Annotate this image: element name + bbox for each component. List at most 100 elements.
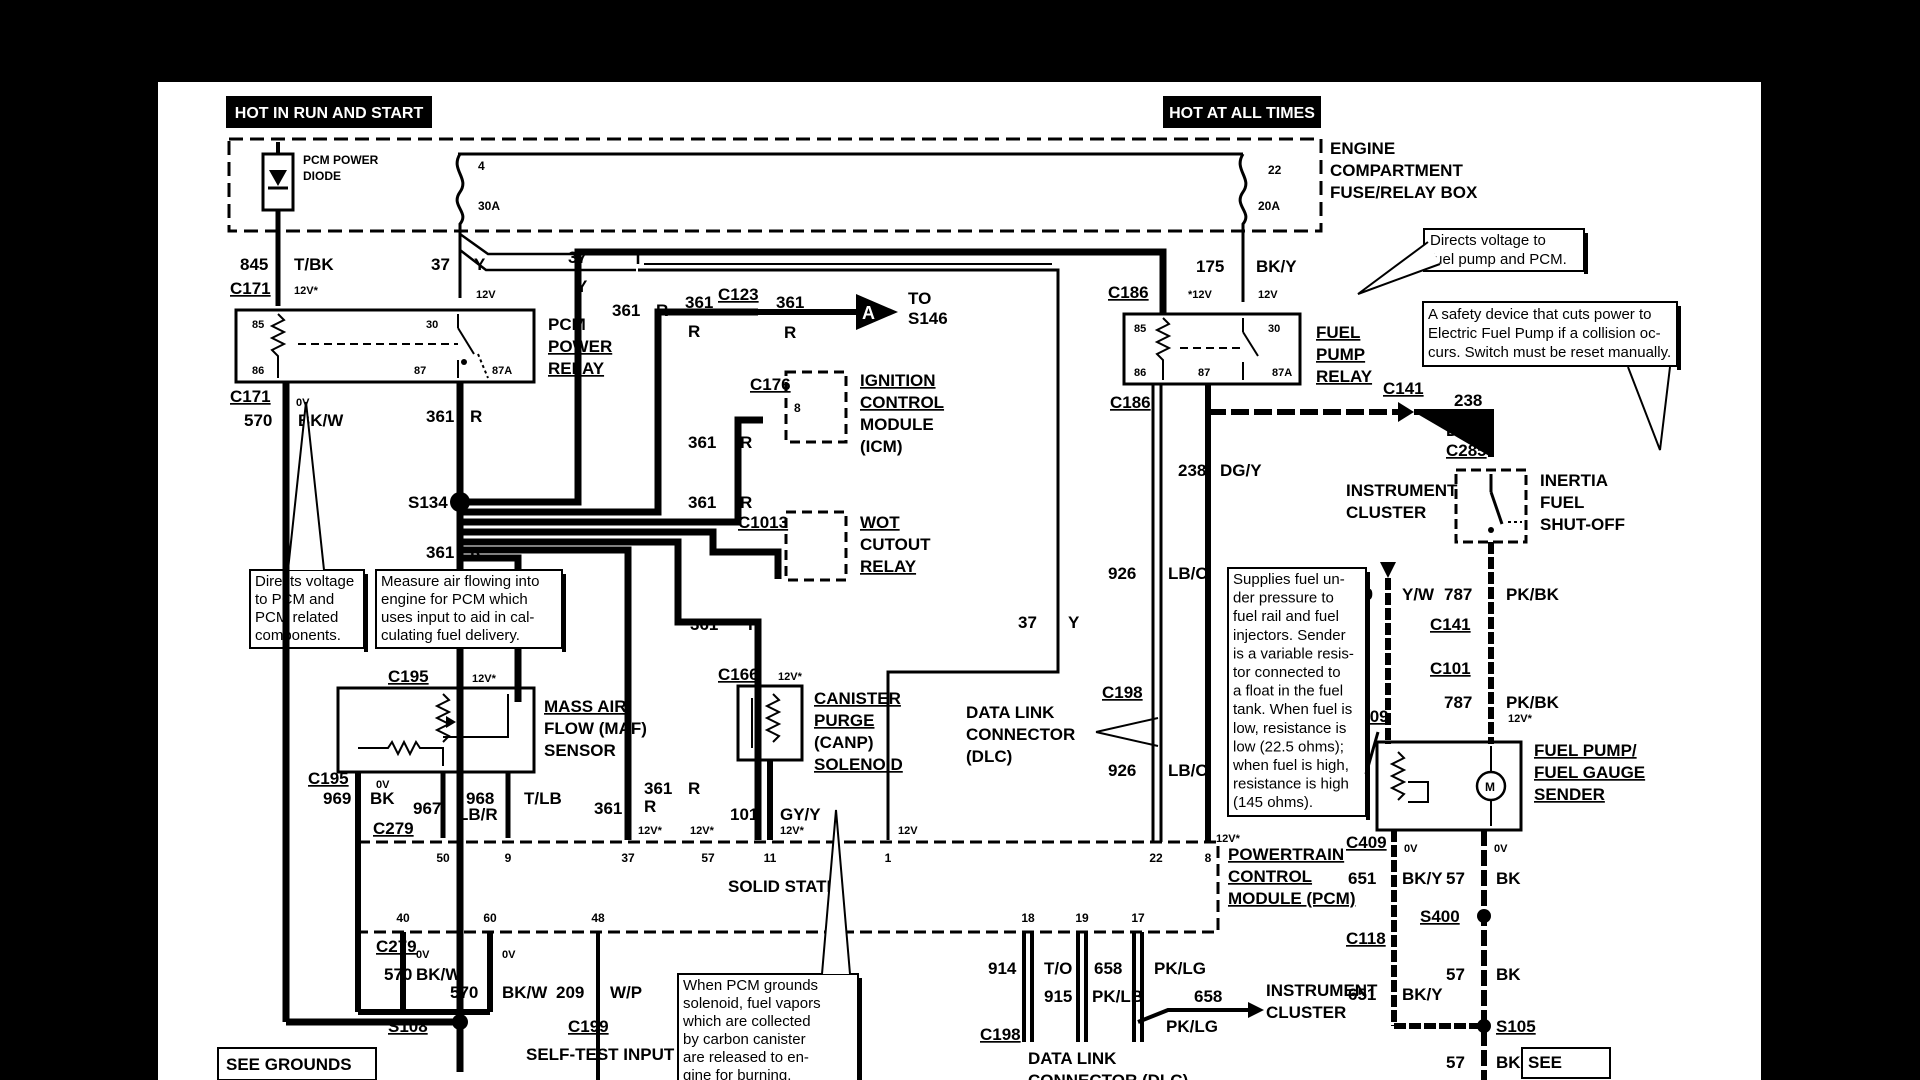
- svg-text:DATA LINK: DATA LINK: [1028, 1049, 1117, 1068]
- svg-text:R: R: [470, 543, 482, 562]
- svg-text:85: 85: [1134, 323, 1146, 335]
- wire-361-bundle: [456, 248, 1167, 1072]
- svg-text:967: 967: [413, 799, 441, 818]
- note-line: low, resistance is: [1233, 720, 1346, 737]
- svg-text:FUEL PUMP/: FUEL PUMP/: [1534, 741, 1637, 760]
- pcm-power-relay: 85 86 30 87 87A: [234, 308, 536, 384]
- svg-text:BK/Y: BK/Y: [1402, 985, 1443, 1004]
- svg-text:S400: S400: [1420, 907, 1460, 926]
- svg-text:FLOW (MAF): FLOW (MAF): [544, 719, 647, 738]
- svg-text:CLUSTER: CLUSTER: [1266, 1003, 1346, 1022]
- svg-text:12V: 12V: [476, 289, 496, 301]
- svg-text:361: 361: [594, 799, 622, 818]
- svg-text:C279: C279: [373, 819, 414, 838]
- svg-text:LB/O: LB/O: [1168, 761, 1209, 780]
- svg-text:MASS AIR: MASS AIR: [544, 697, 627, 716]
- svg-text:LB/R: LB/R: [458, 805, 498, 824]
- note-line: Supplies fuel un-: [1233, 571, 1345, 588]
- svg-text:85: 85: [252, 319, 264, 331]
- svg-text:C141: C141: [1430, 615, 1471, 634]
- pcm-pin: 40: [396, 911, 410, 925]
- svg-text:Y: Y: [1068, 613, 1080, 632]
- svg-text:209: 209: [556, 983, 584, 1002]
- svg-text:A safety device that cuts powe: A safety device that cuts power to: [1428, 306, 1651, 323]
- svg-text:658: 658: [1194, 987, 1222, 1006]
- svg-text:C141: C141: [1383, 379, 1424, 398]
- note-line: fuel rail and fuel: [1233, 608, 1339, 625]
- svg-text:4: 4: [478, 159, 485, 173]
- note-line: by carbon canister: [683, 1031, 806, 1048]
- note-line: tank. When fuel is: [1233, 701, 1352, 718]
- svg-text:101: 101: [730, 805, 758, 824]
- note-line: is a variable resis-: [1233, 645, 1354, 662]
- svg-text:175: 175: [1196, 257, 1224, 276]
- svg-text:S146: S146: [908, 309, 948, 328]
- svg-text:87: 87: [1198, 367, 1210, 379]
- fuse-box-outline: [227, 137, 1323, 233]
- svg-text:86: 86: [252, 365, 264, 377]
- svg-text:R: R: [740, 433, 752, 452]
- svg-text:12V*: 12V*: [780, 825, 805, 837]
- svg-text:INSTRUMENT: INSTRUMENT: [1346, 481, 1458, 500]
- svg-text:87A: 87A: [1272, 367, 1292, 379]
- svg-text:20A: 20A: [1258, 199, 1280, 213]
- svg-text:FUEL: FUEL: [1316, 323, 1360, 342]
- wot-box: [784, 510, 848, 582]
- svg-text:culating fuel delivery.: culating fuel delivery.: [381, 627, 520, 644]
- note-line: resistance is high: [1233, 776, 1349, 793]
- svg-text:570: 570: [244, 411, 272, 430]
- svg-text:CANISTER: CANISTER: [814, 689, 901, 708]
- svg-text:12V*: 12V*: [778, 671, 803, 683]
- svg-text:MODULE: MODULE: [860, 415, 934, 434]
- maf-sensor: [336, 686, 536, 774]
- svg-text:361: 361: [426, 543, 454, 562]
- note-line: are released to en-: [683, 1049, 809, 1066]
- fuel-pump-sender: M: [1375, 740, 1523, 832]
- svg-text:SEE: SEE: [1528, 1053, 1562, 1072]
- svg-text:0V: 0V: [1404, 843, 1418, 855]
- svg-text:R: R: [656, 301, 668, 320]
- svg-text:DG/Y: DG/Y: [1446, 421, 1488, 440]
- pcm-pin: 19: [1075, 911, 1089, 925]
- arrow-a-icon: [856, 294, 898, 330]
- svg-text:C186: C186: [1108, 283, 1149, 302]
- pcm-pin: 1: [885, 851, 892, 865]
- svg-text:(CANP): (CANP): [814, 733, 874, 752]
- svg-text:BK/W: BK/W: [502, 983, 548, 1002]
- note-line: tor connected to: [1233, 664, 1341, 681]
- svg-text:C1013: C1013: [738, 513, 788, 532]
- wiring-diagram-sheet: HOT IN RUN AND START HOT AT ALL TIMES EN…: [158, 82, 1761, 1080]
- svg-text:C176: C176: [750, 375, 791, 394]
- svg-text:Electric Fuel Pump if a collis: Electric Fuel Pump if a collision oc-: [1428, 325, 1661, 342]
- svg-text:238: 238: [1454, 391, 1482, 410]
- svg-text:PK/LG: PK/LG: [1166, 1017, 1218, 1036]
- note-line: solenoid, fuel vapors: [683, 995, 821, 1012]
- note-line: a float in the fuel: [1233, 683, 1343, 700]
- svg-text:BK/W: BK/W: [416, 965, 462, 984]
- note-line: which are collected: [682, 1013, 811, 1030]
- svg-text:C101: C101: [1430, 659, 1471, 678]
- svg-text:12V*: 12V*: [294, 285, 319, 297]
- svg-text:uses input to aid in cal-: uses input to aid in cal-: [381, 609, 534, 626]
- note-line: injectors. Sender: [1233, 627, 1346, 644]
- fuel-pump-relay: 85 86 30 87 87A: [1122, 312, 1302, 386]
- svg-text:S134: S134: [408, 493, 448, 512]
- svg-text:SHUT-OFF: SHUT-OFF: [1540, 515, 1625, 534]
- svg-text:22: 22: [1268, 163, 1282, 177]
- note-line: low (22.5 ohms);: [1233, 738, 1344, 755]
- svg-text:0V: 0V: [296, 397, 310, 409]
- svg-text:0V: 0V: [376, 779, 390, 791]
- svg-text:PURGE: PURGE: [814, 711, 874, 730]
- pcm-pin: 48: [591, 911, 605, 925]
- svg-text:BK: BK: [1496, 1053, 1521, 1072]
- svg-text:M: M: [1485, 780, 1495, 794]
- note-line: der pressure to: [1233, 590, 1334, 607]
- svg-text:DATA LINK: DATA LINK: [966, 703, 1055, 722]
- svg-text:361: 361: [612, 301, 640, 320]
- svg-text:787: 787: [1444, 585, 1472, 604]
- inertia-switch: [1454, 468, 1528, 544]
- svg-text:W/P: W/P: [610, 983, 642, 1002]
- svg-text:(DLC): (DLC): [966, 747, 1012, 766]
- svg-text:787: 787: [1444, 693, 1472, 712]
